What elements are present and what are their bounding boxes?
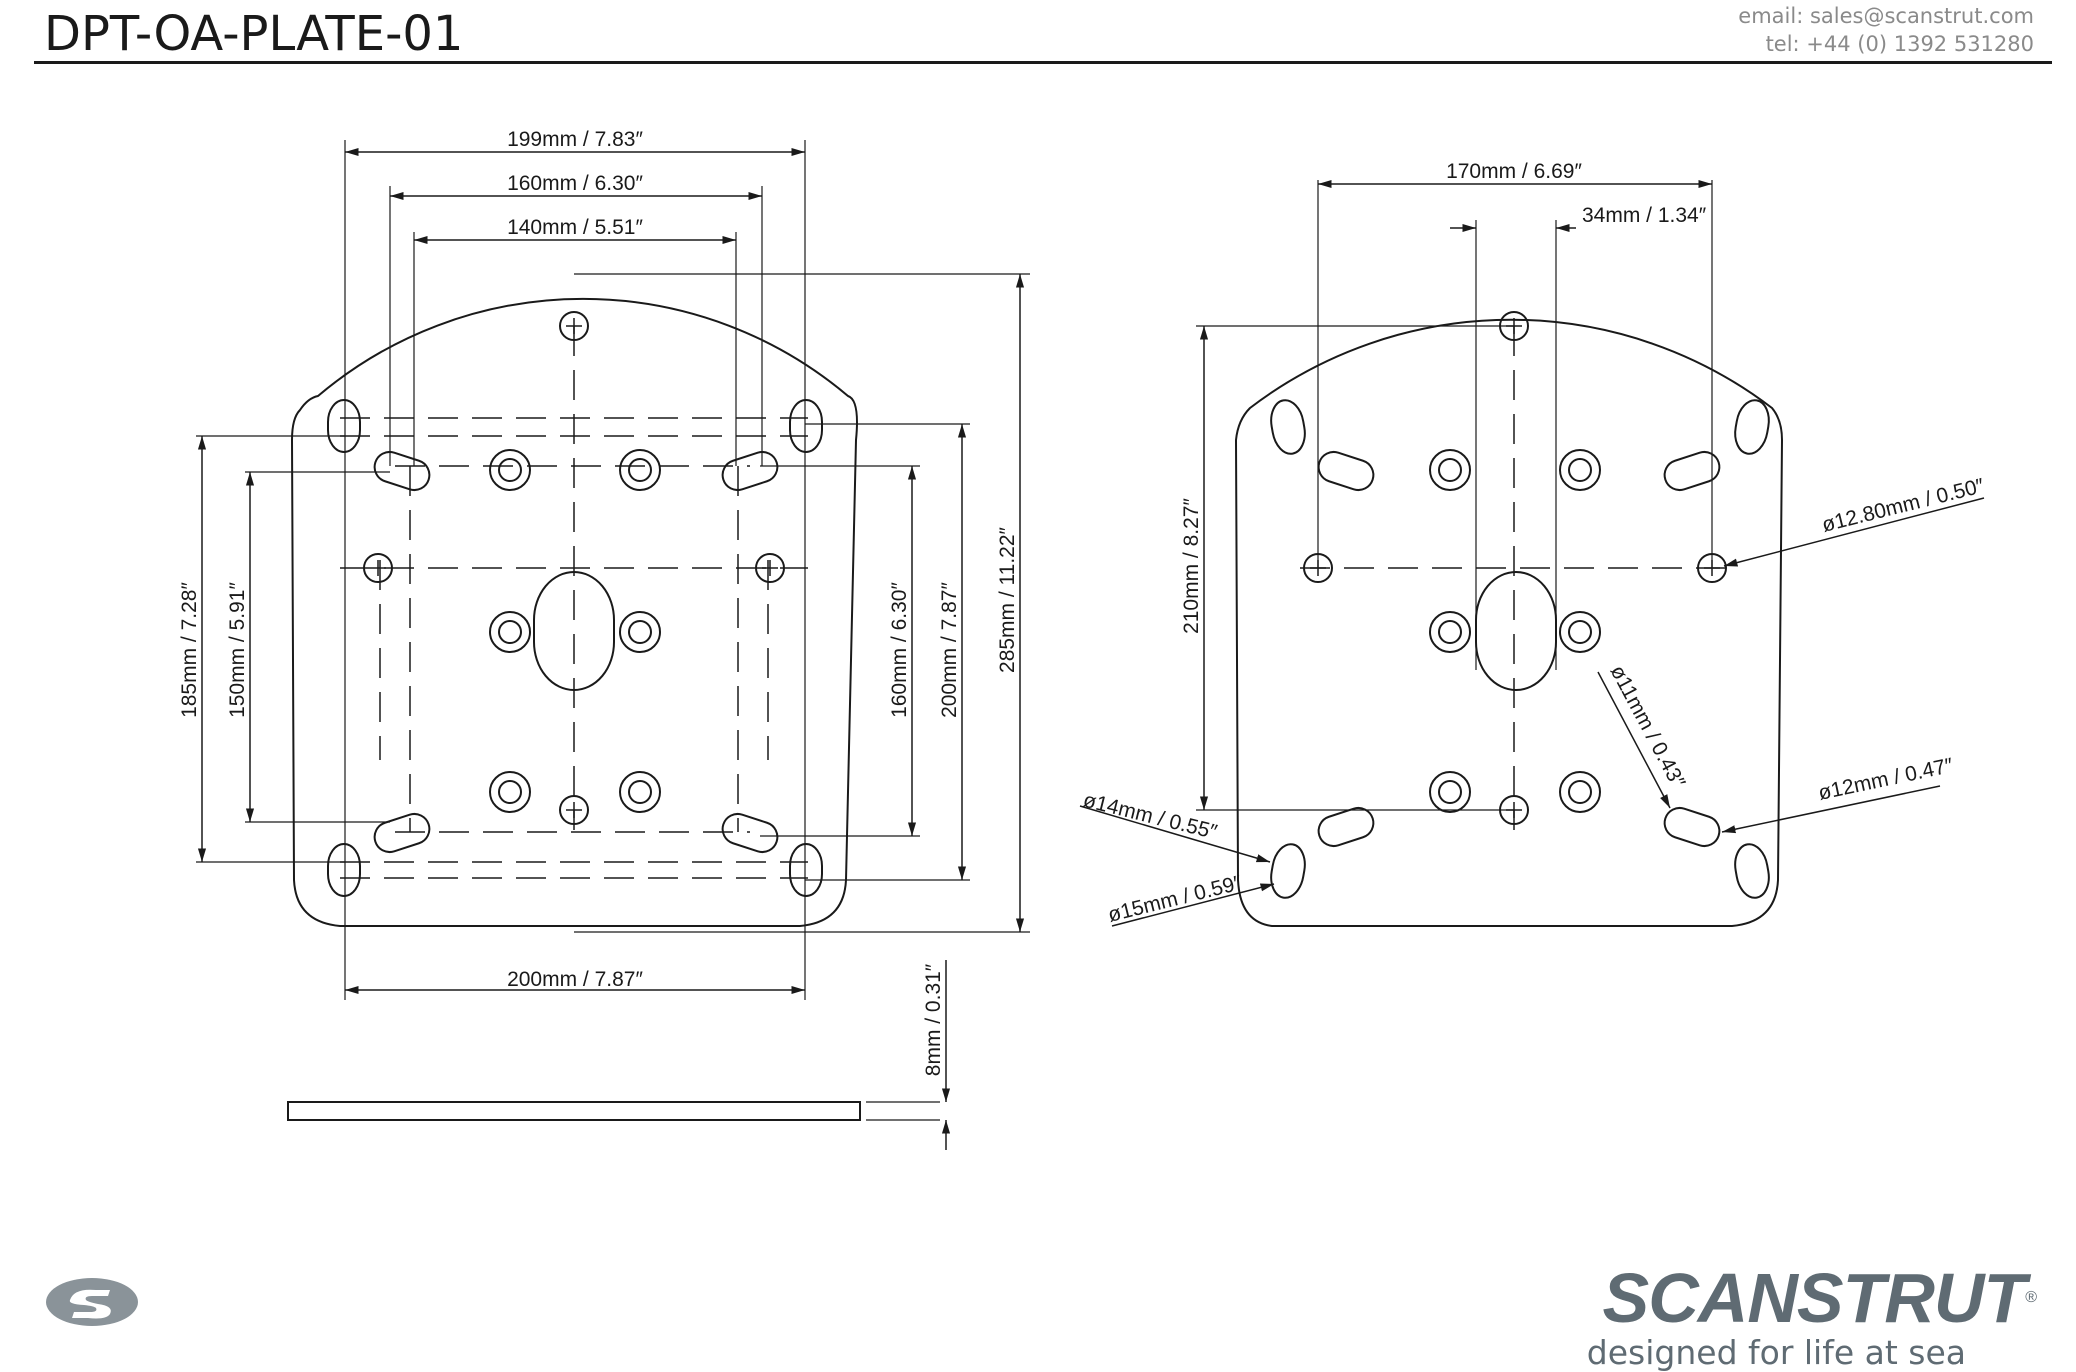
dim-185: 185mm / 7.28″ <box>178 582 201 718</box>
dim-199: 199mm / 7.83″ <box>507 128 643 151</box>
right-plate-view <box>1079 179 1985 927</box>
contact-info: email: sales@scanstrut.com tel: +44 (0) … <box>1738 2 2034 58</box>
contact-phone[interactable]: tel: +44 (0) 1392 531280 <box>1765 32 2034 56</box>
dia-14: ø14mm / 0.55″ <box>1081 789 1220 845</box>
dim-140: 140mm / 5.51″ <box>507 216 643 239</box>
brand-block: SCANSTRUT® designed for life at sea <box>1586 1259 2037 1372</box>
dim-160-right: 160mm / 6.30″ <box>888 582 911 718</box>
dia-11: ø11mm / 0.43″ <box>1606 662 1690 793</box>
left-plate-outline <box>290 297 858 927</box>
registered-mark: ® <box>2025 1289 2037 1306</box>
dim-200-right: 200mm / 7.87″ <box>938 582 961 718</box>
contact-email[interactable]: email: sales@scanstrut.com <box>1738 4 2034 28</box>
brand-logo-text: SCANSTRUT® <box>1587 1259 2037 1337</box>
brand-name: SCANSTRUT <box>1602 1259 2027 1337</box>
dim-285: 285mm / 11.22″ <box>996 526 1019 673</box>
dim-210: 210mm / 8.27″ <box>1180 498 1203 634</box>
left-dimension-labels: 199mm / 7.83″ 160mm / 6.30″ 140mm / 5.51… <box>178 128 1019 1076</box>
dim-34: 34mm / 1.34″ <box>1582 204 1707 227</box>
right-dimension-labels: 170mm / 6.69″ 34mm / 1.34″ 210mm / 8.27″… <box>1081 160 1987 927</box>
dia-12-80: ø12.80mm / 0.50″ <box>1820 474 1987 537</box>
dim-200-bottom: 200mm / 7.87″ <box>507 968 643 991</box>
scanstrut-s-logo <box>46 1278 138 1326</box>
brand-tagline: designed for life at sea <box>1586 1333 1966 1372</box>
left-plate-view <box>196 140 1030 1000</box>
dim-170: 170mm / 6.69″ <box>1446 160 1582 183</box>
side-profile-view <box>287 960 951 1150</box>
dim-8: 8mm / 0.31″ <box>922 963 945 1076</box>
dim-160-top: 160mm / 6.30″ <box>507 172 643 195</box>
dia-15: ø15mm / 0.59″ <box>1106 871 1245 927</box>
dim-150: 150mm / 5.91″ <box>226 582 249 718</box>
drawing-title: DPT-OA-PLATE-01 <box>44 6 464 62</box>
title-rule <box>34 61 2052 64</box>
